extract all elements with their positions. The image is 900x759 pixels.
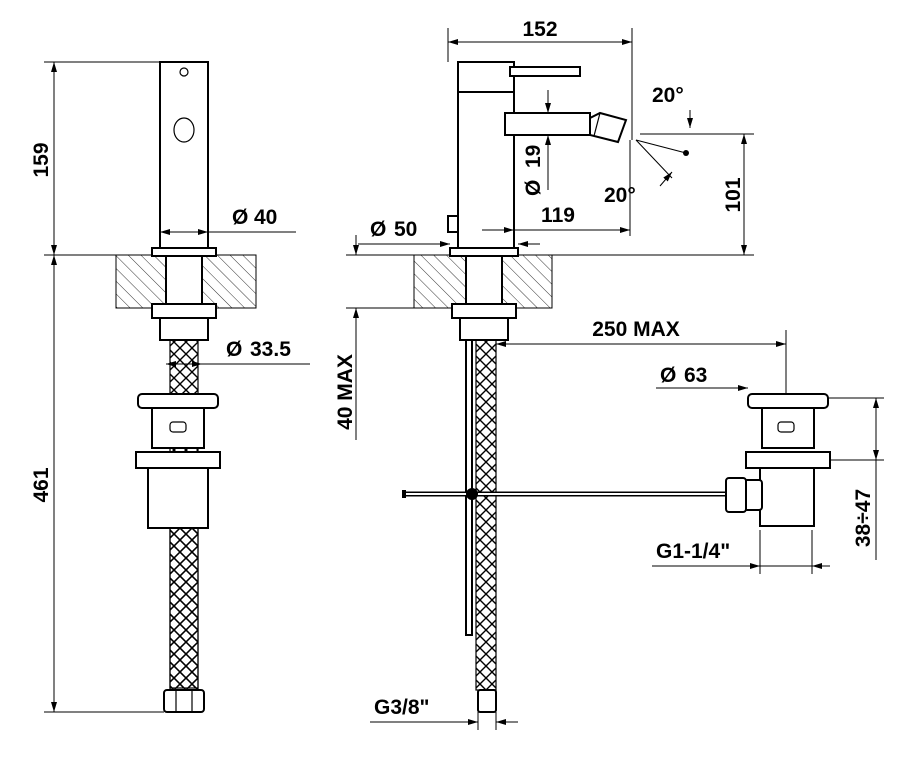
linkage-end-cap xyxy=(402,490,406,498)
dim-label-250-max: 250 MAX xyxy=(592,318,680,341)
hose-fitting-side xyxy=(477,689,497,713)
nut-front-2 xyxy=(159,317,209,341)
waste-cap-front xyxy=(137,393,219,409)
lever-handle xyxy=(509,66,581,77)
diameter-symbol: Ø xyxy=(226,338,242,361)
dim-label-33-5: 33.5 xyxy=(250,338,291,361)
linkage-clip xyxy=(466,488,478,500)
waste-tube-side xyxy=(759,467,815,527)
spout-arm xyxy=(504,112,591,136)
diameter-symbol: Ø xyxy=(522,180,545,196)
dim-label-50: 50 xyxy=(394,218,417,241)
handle-knob xyxy=(173,117,195,143)
nut-side-1 xyxy=(451,303,517,319)
nut-front-1 xyxy=(151,303,217,319)
dim-label-40: 40 xyxy=(254,206,277,229)
dim-label-63: 63 xyxy=(684,364,707,387)
shank-front xyxy=(165,255,203,307)
front-view: 159 461 Ø 40 Ø 33.5 xyxy=(30,61,310,713)
angle-label-bottom: 20° xyxy=(604,184,636,207)
pull-rod xyxy=(465,339,473,636)
diameter-symbol: Ø xyxy=(370,218,386,241)
waste-tube-front xyxy=(147,467,209,529)
dim-label-152: 152 xyxy=(522,18,557,41)
indicator-dot xyxy=(179,67,189,77)
base-flange-front xyxy=(151,247,217,257)
dim-label-159: 159 xyxy=(30,142,53,177)
dim-label-461: 461 xyxy=(30,467,53,502)
nut-side-2 xyxy=(459,317,509,341)
waste-slot-side xyxy=(777,421,795,433)
dim-label-40-max: 40 MAX xyxy=(334,354,357,430)
dim-label-38-47: 38÷47 xyxy=(852,489,875,547)
waste-body-side xyxy=(761,407,815,449)
tap-body-front xyxy=(159,61,209,251)
waste-ring-side xyxy=(745,451,831,469)
diameter-symbol: Ø xyxy=(232,206,248,229)
waste-lever-nut xyxy=(725,477,747,513)
hose-side xyxy=(475,339,497,691)
dim-label-g3-8: G3/8" xyxy=(374,696,429,719)
dim-label-119: 119 xyxy=(541,204,575,227)
shank-side xyxy=(465,255,503,307)
pull-rod-knob xyxy=(447,215,459,233)
side-view: 152 Ø 19 20° 20° 119 101 Ø 50 xyxy=(334,18,884,730)
angle-label-top: 20° xyxy=(652,84,684,107)
waste-cap-side xyxy=(747,393,829,409)
dim-label-19: 19 xyxy=(522,145,545,168)
base-flange-side xyxy=(449,247,519,257)
waste-body-front xyxy=(151,407,205,449)
waste-ring-front xyxy=(135,451,221,469)
dim-label-101: 101 xyxy=(722,177,745,212)
dim-label-g1-1-4: G1-1/4" xyxy=(656,540,730,563)
hose-fitting-front xyxy=(163,689,205,713)
tap-top-side xyxy=(457,61,515,93)
waste-slot-front xyxy=(169,421,187,433)
spout-nozzle xyxy=(589,111,628,144)
hose-front-lower xyxy=(169,527,199,689)
diameter-symbol: Ø xyxy=(660,364,676,387)
